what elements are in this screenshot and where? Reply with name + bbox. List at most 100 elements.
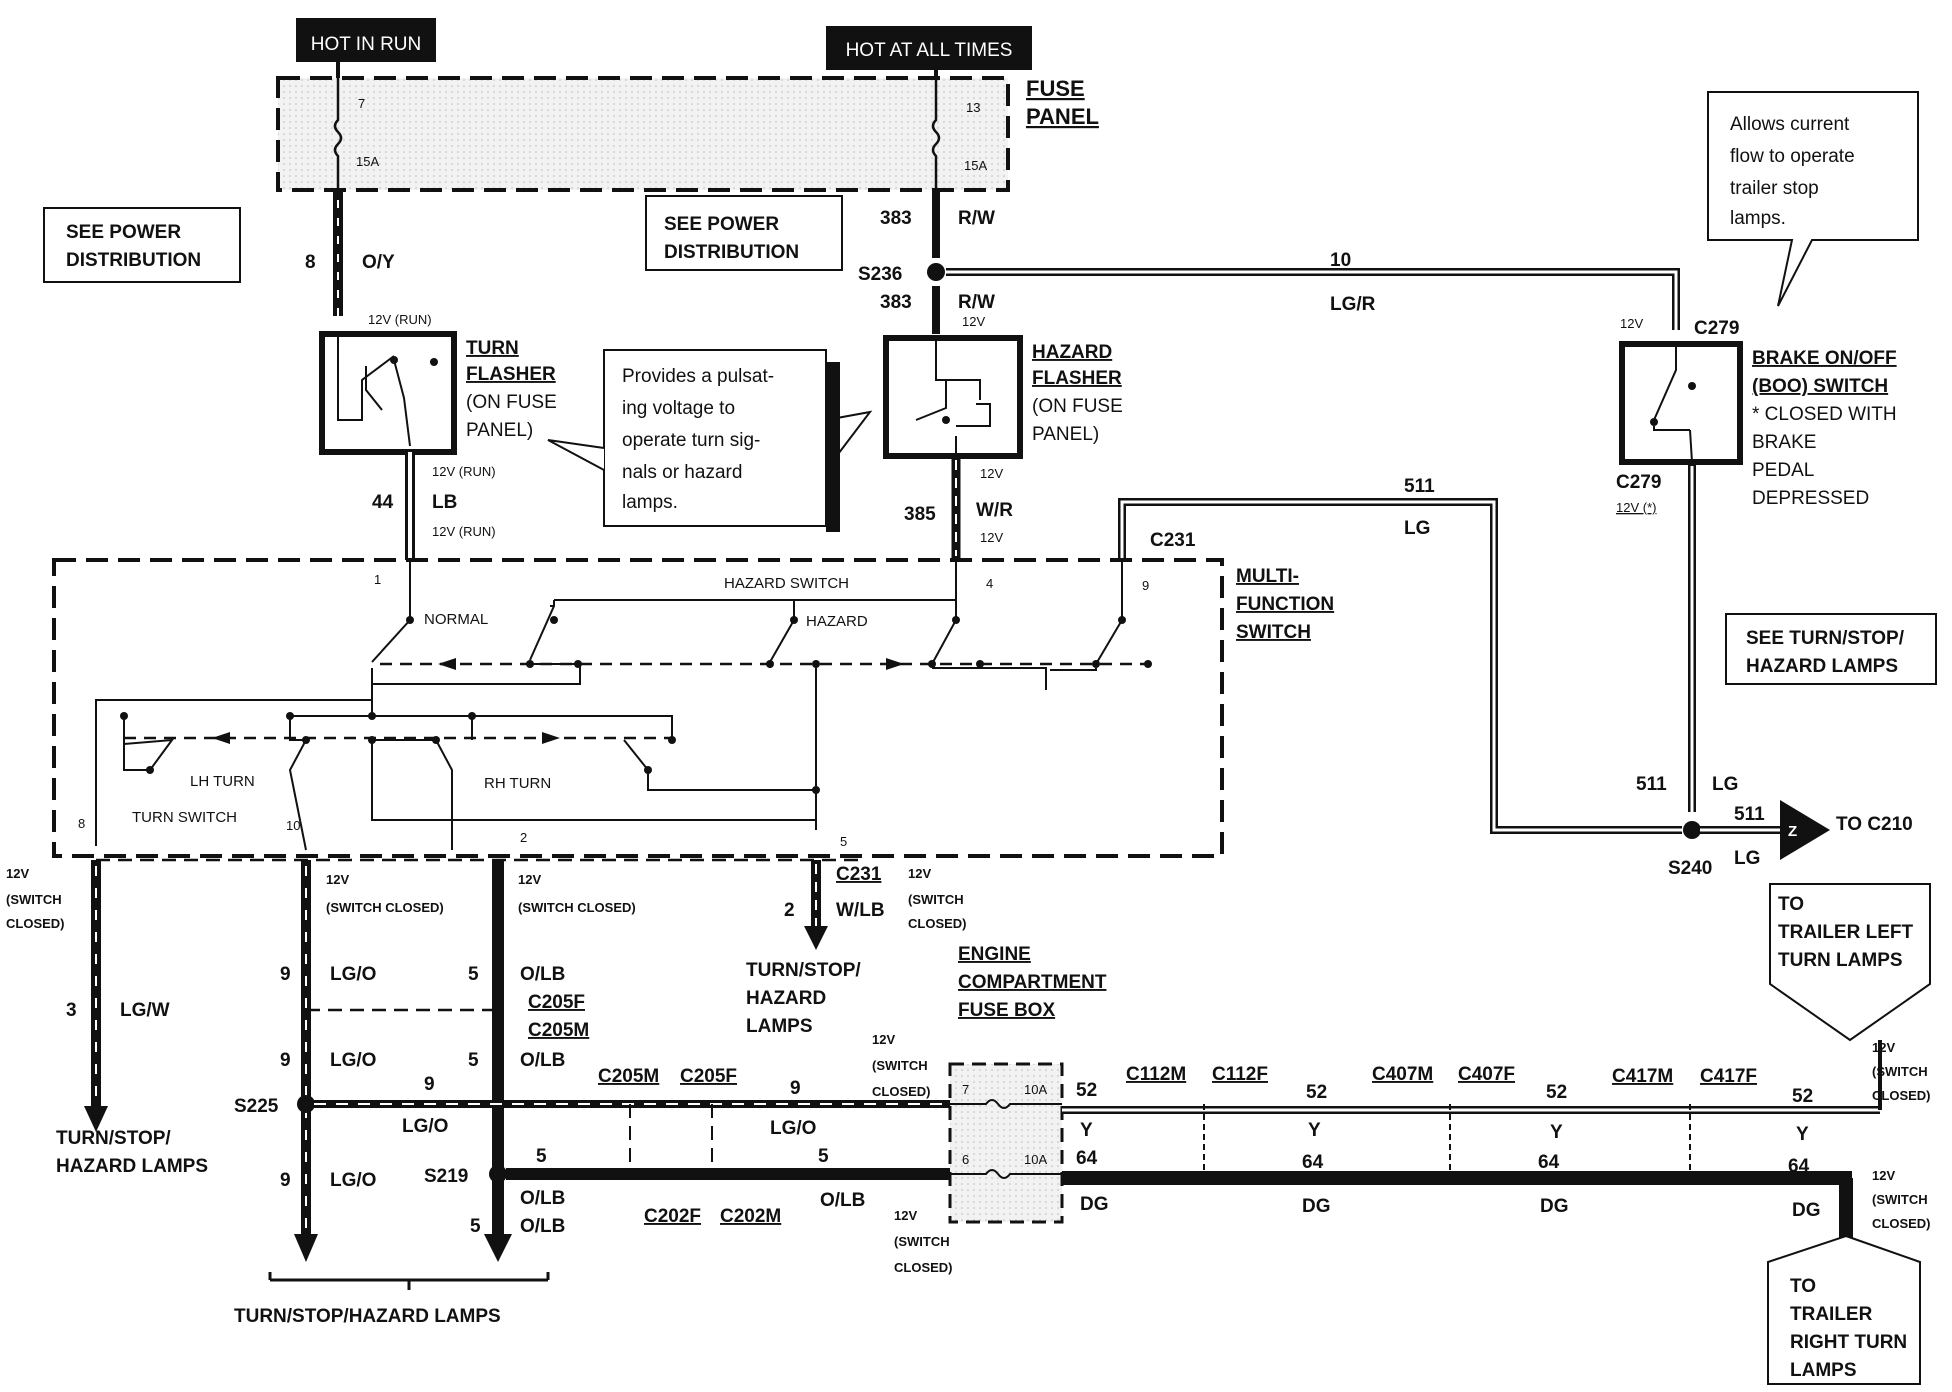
wire-2-color: W/LB	[836, 900, 885, 921]
wire-44-color: LB	[432, 492, 457, 513]
to-c210-label: TO C210	[1836, 814, 1913, 835]
mfs-pin-5: 5	[840, 834, 847, 849]
wire-9a-color: LG/O	[330, 964, 376, 985]
wire-64a-color: DG	[1080, 1194, 1109, 1215]
hot-in-run-tab	[296, 18, 436, 62]
wire-52c-color: Y	[1550, 1122, 1563, 1143]
v-efb-in-2: (SWITCH	[872, 1058, 928, 1073]
mfs-rh-turn: RH TURN	[484, 775, 551, 792]
boo-label-5: PEDAL	[1752, 460, 1814, 481]
wire-9b-color: LG/O	[330, 1050, 376, 1071]
wire-5a-color: O/LB	[520, 964, 565, 985]
wire-52d-color: Y	[1796, 1124, 1809, 1145]
trailer-right-box	[1767, 1234, 1921, 1385]
fuse-13-number: 13	[966, 100, 980, 115]
to-c210-arrow	[1780, 800, 1830, 860]
splice-s225-label: S225	[234, 1096, 279, 1117]
mfs-normal: NORMAL	[424, 611, 488, 628]
turn-flasher-label-1: TURN	[466, 338, 519, 359]
wire-5b-num: 5	[468, 1050, 479, 1071]
conn-c407m: C407M	[1372, 1064, 1433, 1085]
wire-5d-color: O/LB	[520, 1188, 565, 1209]
mfs-pin-9: 9	[1142, 578, 1149, 593]
v-trailer-right-1: 12V	[1872, 1168, 1895, 1183]
conn-c112m: C112M	[1126, 1064, 1186, 1085]
wire-9d-color: LG/O	[402, 1116, 448, 1137]
engine-fuse-6: 6	[962, 1152, 969, 1167]
v-pin10: 12V	[326, 872, 349, 887]
fuse-13-rating: 15A	[964, 158, 987, 173]
tsh-mid-3: LAMPS	[746, 1016, 813, 1037]
turn-flasher-label-4: PANEL)	[466, 420, 533, 441]
trailer-connectors	[1203, 1104, 1691, 1180]
wire-64b-color: DG	[1302, 1196, 1331, 1217]
conn-c279-bottom: C279	[1616, 472, 1661, 493]
wire-52b-num: 52	[1306, 1082, 1327, 1103]
trailer-left-2: TRAILER LEFT	[1778, 922, 1913, 943]
callout-trailer	[1707, 91, 1919, 307]
tsh-bottom: TURN/STOP/HAZARD LAMPS	[234, 1306, 501, 1327]
wire-52a-num: 52	[1076, 1080, 1097, 1101]
tsh-mid-2: HAZARD	[746, 988, 826, 1009]
tsh-left-2: HAZARD LAMPS	[56, 1156, 208, 1177]
engine-fuse-6-rating: 10A	[1024, 1152, 1047, 1167]
wire-9a-num: 9	[280, 964, 291, 985]
wire-383a-color: R/W	[958, 208, 995, 229]
callout-pulse-4: nals or hazard	[622, 462, 742, 483]
turn-flasher-label-2: FLASHER	[466, 364, 556, 385]
wire-2-num: 2	[784, 900, 795, 921]
splice-s240	[1683, 821, 1701, 839]
trailer-left-1: TO	[1778, 894, 1804, 915]
hazard-flasher-label-1: HAZARD	[1032, 342, 1112, 363]
splice-s219	[489, 1165, 507, 1183]
wire-383a-num: 383	[880, 208, 912, 229]
wire-64d-num: 64	[1788, 1156, 1810, 1177]
mfs-pin-8: 8	[78, 816, 85, 831]
conn-c205f-h: C205F	[680, 1066, 737, 1087]
see-turn-stop-1: SEE TURN/STOP/	[1746, 628, 1905, 649]
engine-fuse-7-rating: 10A	[1024, 1082, 1047, 1097]
v-pin8-1: 12V	[6, 866, 29, 881]
wire-5c-color: O/LB	[520, 1216, 565, 1237]
trailer-left-box	[1769, 883, 1931, 1042]
wire-64c-color: DG	[1540, 1196, 1569, 1217]
conn-c417m: C417M	[1612, 1066, 1673, 1087]
z-marker: Z	[1788, 823, 1797, 840]
mfs-contacts	[120, 616, 1152, 794]
wire-5b-color: O/LB	[520, 1050, 565, 1071]
wire-511c-color: LG	[1734, 848, 1760, 869]
wire-5a-num: 5	[468, 964, 479, 985]
wire-5e-color: O/LB	[820, 1190, 865, 1211]
trailer-left-3: TURN LAMPS	[1778, 950, 1903, 971]
wire-385-color: W/R	[976, 500, 1013, 521]
conn-c407f: C407F	[1458, 1064, 1515, 1085]
v-efb-out-2: (SWITCH	[894, 1234, 950, 1249]
callout-pulse-1: Provides a pulsat-	[622, 366, 774, 387]
engine-fuse-label-1: ENGINE	[958, 944, 1031, 965]
callout-trailer-4: lamps.	[1730, 208, 1786, 229]
wire-3-color: LG/W	[120, 1000, 170, 1021]
hazard-flasher	[883, 335, 1023, 459]
v-pin8-2: (SWITCH	[6, 892, 62, 907]
trailer-right-2: TRAILER	[1790, 1304, 1873, 1325]
wire-9c-num: 9	[280, 1170, 291, 1191]
mfs-hazard-switch: HAZARD SWITCH	[724, 575, 849, 592]
mfs-pin-2: 2	[520, 830, 527, 845]
v-trailer-right-3: CLOSED)	[1872, 1216, 1931, 1231]
wire-5e-num: 5	[818, 1146, 829, 1167]
mfs-title-1: MULTI-	[1236, 566, 1299, 587]
boo-label-3: * CLOSED WITH	[1752, 404, 1897, 425]
see-power-1-line2: DISTRIBUTION	[66, 250, 201, 271]
v-pin10-sw: (SWITCH CLOSED)	[326, 900, 444, 915]
trailer-right-3: RIGHT TURN	[1790, 1332, 1907, 1353]
wire-9b-num: 9	[280, 1050, 291, 1071]
wire-5d-num: 5	[536, 1146, 547, 1167]
conn-c417f: C417F	[1700, 1066, 1757, 1087]
v-trailer-right-2: (SWITCH	[1872, 1192, 1928, 1207]
callout-trailer-3: trailer stop	[1730, 178, 1819, 199]
fuse-panel-title-2: PANEL	[1026, 104, 1099, 129]
bottom-bracket	[268, 1272, 550, 1290]
wire-8-num: 8	[305, 252, 316, 273]
wire-52c-num: 52	[1546, 1082, 1567, 1103]
